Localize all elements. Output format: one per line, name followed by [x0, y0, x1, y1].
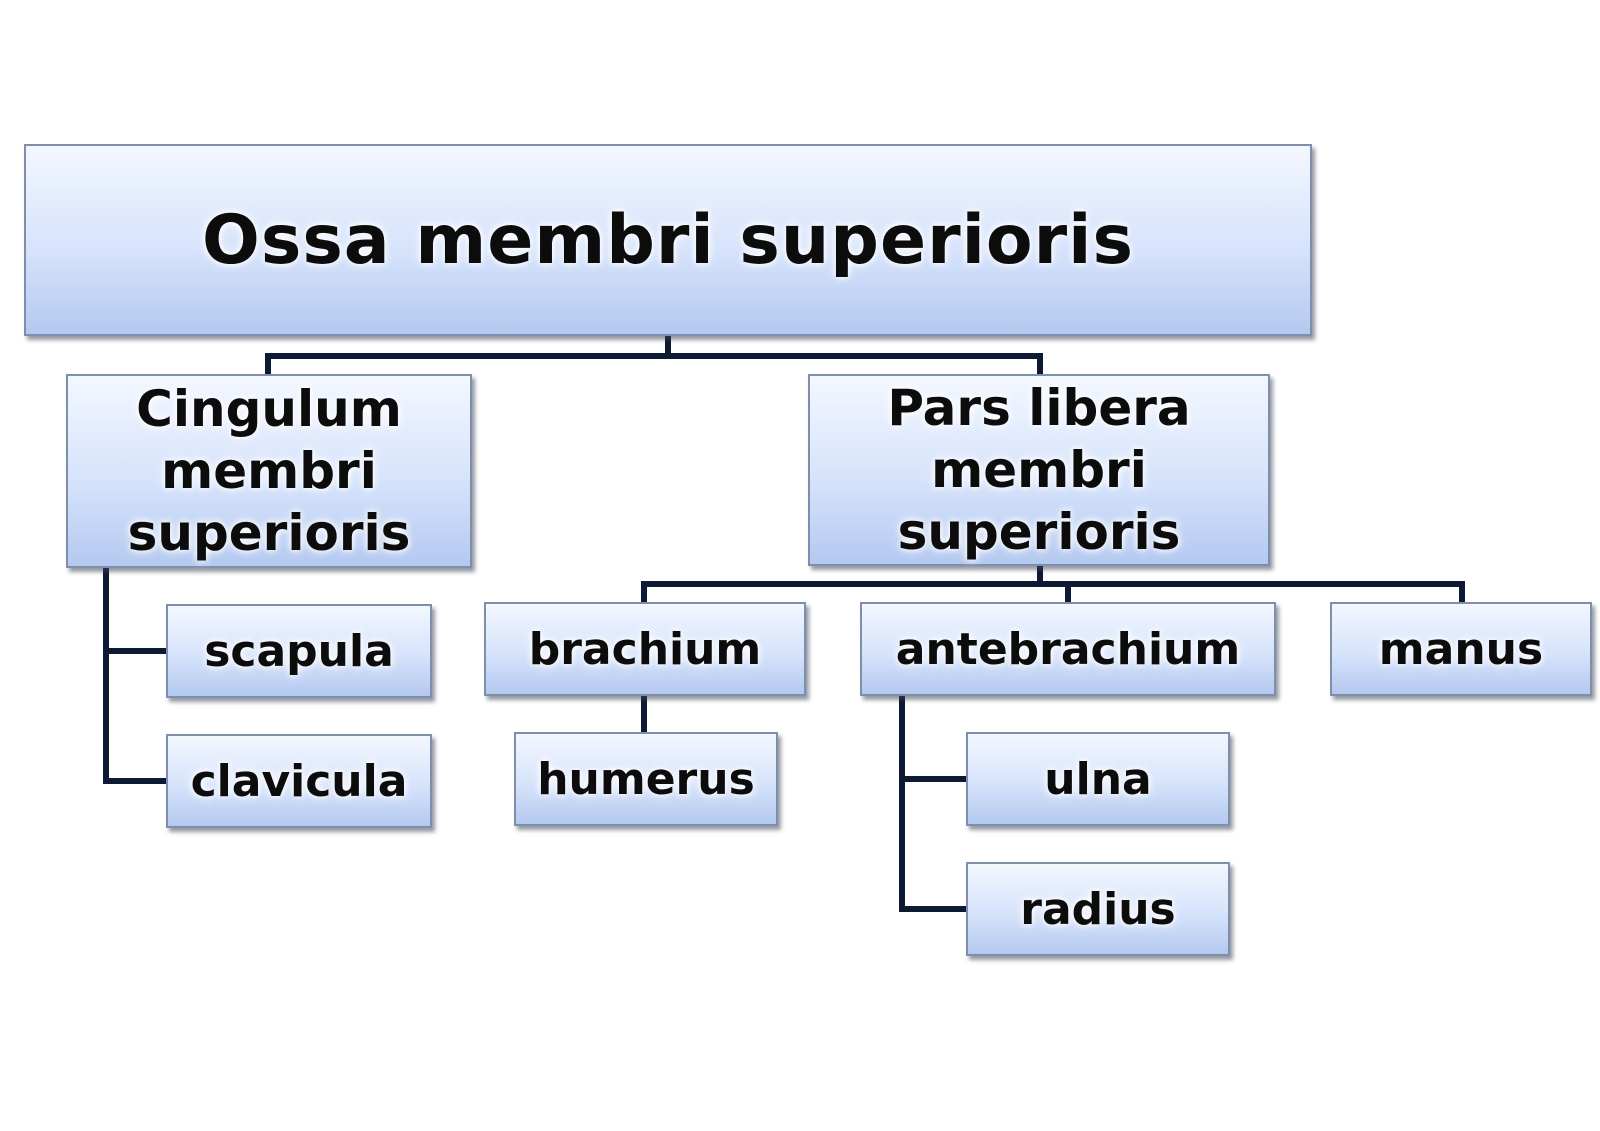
- pars-libera-label-line-2: membri: [931, 441, 1147, 499]
- connector-cingulum-to-children: [103, 568, 166, 784]
- brachium-label: brachium: [528, 623, 762, 675]
- ulna-node: ulna: [966, 732, 1230, 826]
- radius-label: radius: [1020, 883, 1176, 935]
- pars-libera-label-line-3: superioris: [897, 503, 1181, 561]
- cingulum-node: Cingulum membri superioris: [66, 374, 472, 568]
- humerus-label: humerus: [537, 753, 755, 805]
- pars-libera-node: Pars libera membri superioris: [808, 374, 1270, 566]
- manus-node: manus: [1330, 602, 1592, 696]
- scapula-node: scapula: [166, 604, 432, 698]
- clavicula-node: clavicula: [166, 734, 432, 828]
- root-node-label: Ossa membri superioris: [202, 200, 1134, 280]
- scapula-label: scapula: [204, 625, 394, 677]
- cingulum-label-line-2: membri: [161, 442, 377, 500]
- connector-root-to-children: [265, 336, 1043, 374]
- humerus-node: humerus: [514, 732, 778, 826]
- manus-label: manus: [1378, 623, 1544, 675]
- antebrachium-node: antebrachium: [860, 602, 1276, 696]
- root-node: Ossa membri superioris: [24, 144, 1312, 336]
- connector-pars-to-children: [641, 566, 1465, 602]
- connector-antebrachium-to-children: [899, 696, 966, 912]
- antebrachium-label: antebrachium: [895, 623, 1241, 675]
- cingulum-label-line-1: Cingulum: [136, 380, 402, 438]
- pars-libera-label-line-1: Pars libera: [887, 379, 1191, 437]
- radius-node: radius: [966, 862, 1230, 956]
- ulna-label: ulna: [1044, 753, 1152, 805]
- clavicula-label: clavicula: [190, 755, 408, 807]
- brachium-node: brachium: [484, 602, 806, 696]
- cingulum-label-line-3: superioris: [127, 504, 411, 562]
